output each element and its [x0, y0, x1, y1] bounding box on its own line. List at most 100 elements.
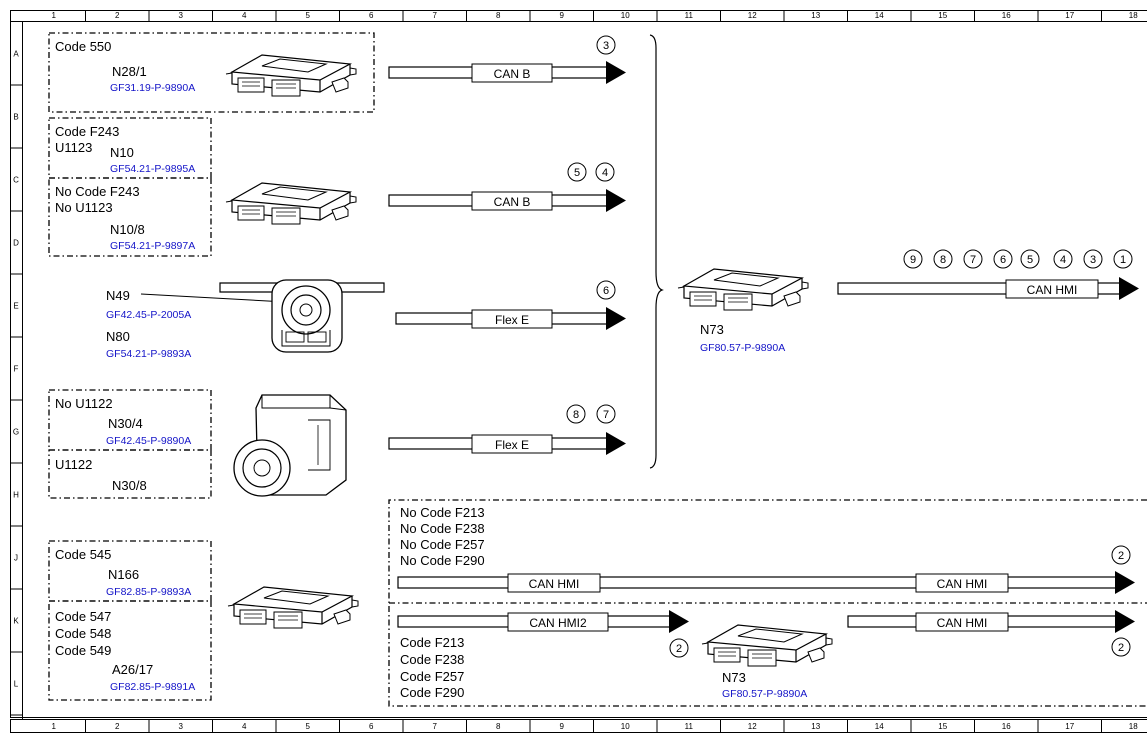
callout-8-top: 8 [566, 404, 586, 424]
svg-text:5: 5 [1027, 254, 1033, 266]
ref-gf54-21-9895[interactable]: GF54.21-P-9895A [110, 163, 195, 175]
ref-gf80-57-central[interactable]: GF80.57-P-9890A [700, 342, 785, 354]
bus-can-b-1: CAN B [388, 61, 626, 84]
ref-gf82-85-9893[interactable]: GF82.85-P-9893A [106, 586, 191, 598]
callout-6-main: 6 [993, 249, 1013, 269]
group-code547-box [48, 600, 212, 701]
svg-text:2: 2 [1118, 642, 1124, 654]
module-n30-4: N30/4 [108, 416, 143, 431]
outer-frame [10, 10, 1147, 718]
group-nof243-label1: No Code F243 [55, 184, 140, 199]
grid-col-18: 18 [1129, 11, 1138, 20]
steering-column-switch-icon [219, 279, 385, 353]
ref-gf42-45-2005[interactable]: GF42.45-P-2005A [106, 309, 191, 321]
svg-text:6: 6 [603, 285, 609, 297]
merge-brace [649, 34, 664, 469]
group-code550-label: Code 550 [55, 39, 111, 54]
svg-text:5: 5 [574, 167, 580, 179]
ecu-a26-17-icon [227, 586, 359, 629]
grid-col-2: 2 [115, 722, 120, 731]
bus-can-hmi-lower-1-label-a: CAN HMI [529, 577, 580, 591]
grid-col-12: 12 [748, 11, 757, 20]
lower-code-f213: Code F213 [400, 635, 464, 650]
svg-text:8: 8 [940, 254, 946, 266]
lower-nocode-f213: No Code F213 [400, 505, 485, 520]
grid-col-16: 16 [1002, 722, 1011, 731]
grid-col-15: 15 [938, 722, 947, 731]
bus-can-hmi-main-label: CAN HMI [1027, 283, 1078, 297]
module-a26-17: A26/17 [112, 662, 153, 677]
grid-row-K: K [13, 617, 19, 626]
ref-gf54-21-9897[interactable]: GF54.21-P-9897A [110, 240, 195, 252]
grid-col-3: 3 [179, 11, 184, 20]
bus-can-hmi-lower-2-label: CAN HMI [937, 616, 988, 630]
grid-col-9: 9 [560, 722, 565, 731]
grid-col-1: 1 [52, 11, 57, 20]
lower-nocode-f290: No Code F290 [400, 553, 485, 568]
grid-row-F: F [14, 365, 19, 374]
ecu-n73-lower-icon [701, 624, 833, 667]
group-code550-box [48, 32, 375, 113]
ref-gf54-21-9893[interactable]: GF54.21-P-9893A [106, 348, 191, 360]
lower-nocode-f238: No Code F238 [400, 521, 485, 536]
grid-col-2: 2 [115, 11, 120, 20]
svg-text:3: 3 [603, 40, 609, 52]
ref-gf31-19[interactable]: GF31.19-P-9890A [110, 82, 195, 94]
callout-6-top: 6 [596, 280, 616, 300]
module-n73-central: N73 [700, 322, 724, 337]
grid-col-10: 10 [621, 11, 630, 20]
svg-text:7: 7 [970, 254, 976, 266]
svg-text:6: 6 [1000, 254, 1006, 266]
callout-5-main: 5 [1020, 249, 1040, 269]
bus-can-hmi-lower-2: CAN HMI [847, 610, 1135, 633]
callout-7-top: 7 [596, 404, 616, 424]
bus-can-hmi-lower-1-label-b: CAN HMI [937, 577, 988, 591]
grid-col-18: 18 [1129, 722, 1138, 731]
lower-code-f290: Code F290 [400, 685, 464, 700]
group-nou1122-label: No U1122 [55, 396, 113, 411]
grid-col-11: 11 [685, 722, 694, 731]
grid-col-6: 6 [369, 722, 374, 731]
lower-nocode-f257: No Code F257 [400, 537, 485, 552]
svg-text:9: 9 [910, 254, 916, 266]
module-n30-8: N30/8 [112, 478, 147, 493]
group-nof243-box [48, 177, 212, 257]
bus-flex-e-1: Flex E [395, 307, 626, 330]
callout-3-main: 3 [1083, 249, 1103, 269]
group-code547-label1: Code 547 [55, 609, 111, 624]
module-n166: N166 [108, 567, 139, 582]
grid-col-13: 13 [811, 722, 820, 731]
bus-flex-e-1-label: Flex E [495, 313, 529, 327]
grid-col-1: 1 [52, 722, 57, 731]
grid-col-8: 8 [496, 11, 501, 20]
callout-2-lower-1: 2 [1111, 545, 1131, 565]
lower-code-f238: Code F238 [400, 652, 464, 667]
callout-4-top: 4 [595, 162, 615, 182]
grid-col-5: 5 [306, 722, 311, 731]
grid-row-L: L [14, 680, 19, 689]
bus-can-hmi-lower-1: CAN HMI CAN HMI [397, 571, 1135, 594]
svg-text:2: 2 [1118, 550, 1124, 562]
group-u1122-box [48, 449, 212, 499]
grid-col-17: 17 [1065, 11, 1074, 20]
grid-col-8: 8 [496, 722, 501, 731]
ref-gf82-85-9891[interactable]: GF82.85-P-9891A [110, 681, 195, 693]
bus-can-hmi-main: CAN HMI [837, 277, 1139, 300]
grid-col-12: 12 [748, 722, 757, 731]
module-n10-8: N10/8 [110, 222, 145, 237]
bus-can-b-1-label: CAN B [494, 67, 531, 81]
ref-gf80-57-lower[interactable]: GF80.57-P-9890A [722, 688, 807, 700]
grid-col-17: 17 [1065, 722, 1074, 731]
svg-text:2: 2 [676, 643, 682, 655]
group-code545-label: Code 545 [55, 547, 111, 562]
svg-text:7: 7 [603, 409, 609, 421]
group-f243-label1: Code F243 [55, 124, 119, 139]
grid-row-E: E [13, 302, 18, 311]
ref-gf42-45-9890[interactable]: GF42.45-P-9890A [106, 435, 191, 447]
grid-col-7: 7 [433, 11, 438, 20]
grid-col-5: 5 [306, 11, 311, 20]
grid-col-14: 14 [875, 11, 884, 20]
